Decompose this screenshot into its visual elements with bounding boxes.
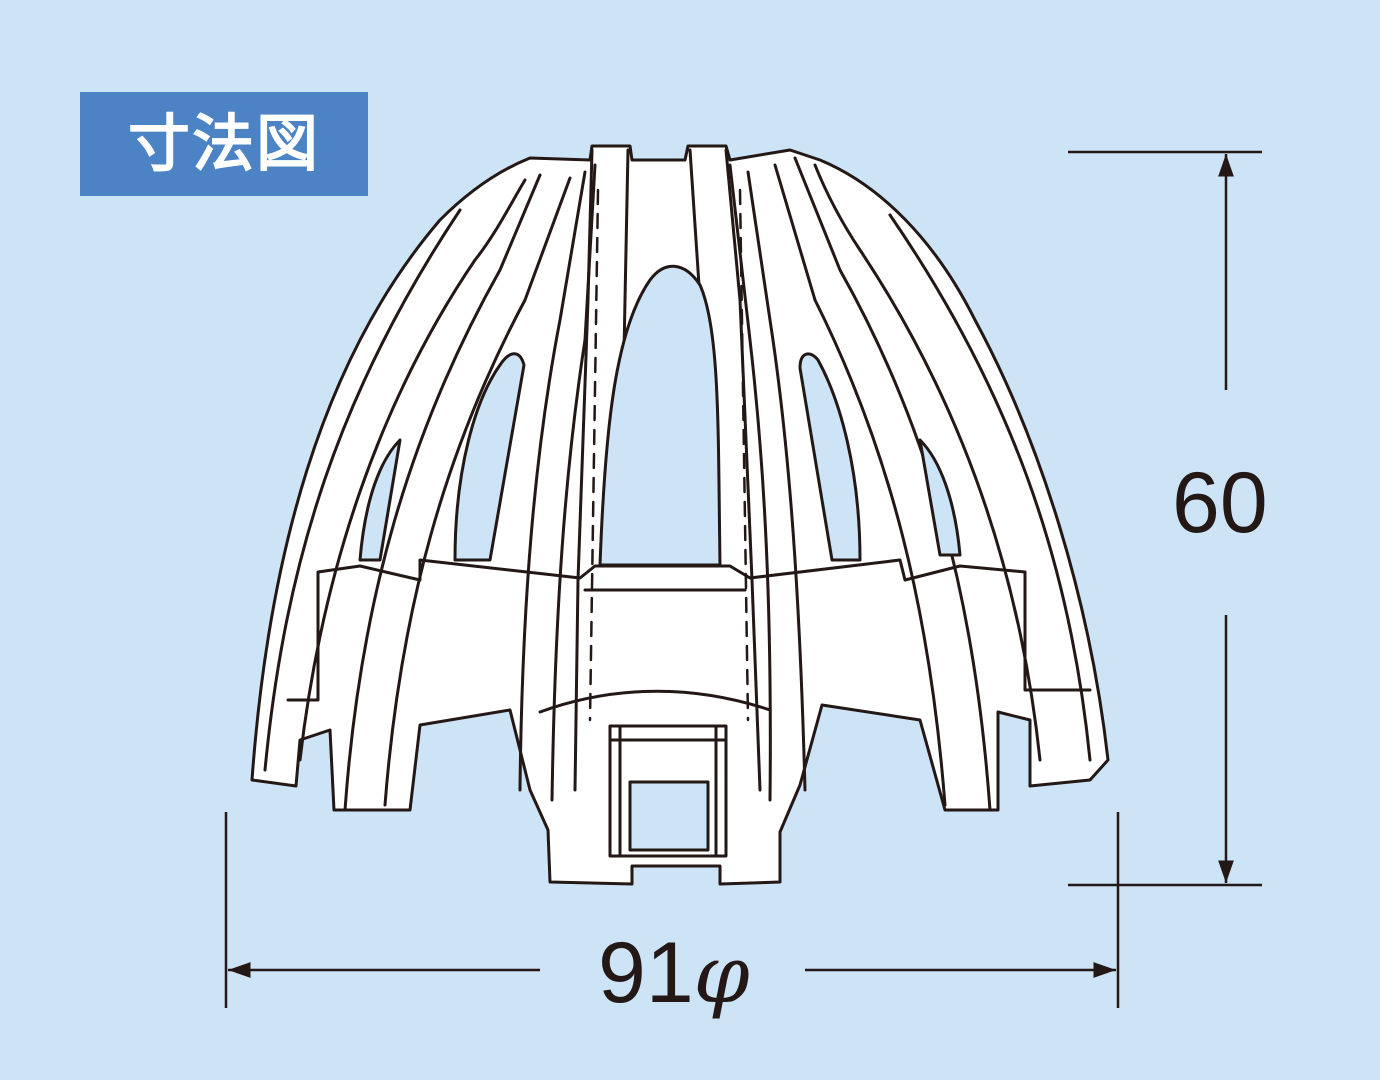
rib-left-6	[550, 163, 597, 802]
rib-right-3	[773, 163, 947, 807]
outlet-detail	[608, 724, 728, 858]
width-value: 91φ	[590, 930, 758, 1016]
title-badge: 寸法図	[80, 92, 368, 196]
width-value-text: 91	[598, 925, 694, 1021]
window-left	[453, 352, 526, 562]
rib-center-right-2	[724, 148, 762, 792]
rib-center-left	[573, 148, 594, 792]
rib-right-6	[888, 213, 1092, 762]
rib-right-1	[728, 163, 772, 802]
width-dimension	[224, 812, 1120, 1008]
window-right	[798, 352, 862, 562]
rib-left-1	[263, 208, 462, 772]
rib-right-2	[746, 170, 807, 792]
rib-left-2	[298, 178, 527, 762]
band-bottom-curve	[538, 689, 772, 714]
rib-left-4	[383, 176, 572, 807]
height-value-text: 60	[1172, 455, 1268, 551]
middle-band	[286, 558, 1092, 702]
window-right-outer	[918, 438, 962, 557]
hidden-lines	[588, 188, 750, 722]
title-badge-label: 寸法図	[127, 107, 320, 180]
outlet-window	[628, 780, 710, 852]
diameter-symbol: φ	[693, 928, 750, 1021]
strainer-basket-icon	[250, 144, 1110, 886]
height-value: 60	[1168, 460, 1272, 546]
rib-left-5	[518, 170, 587, 792]
height-dimension	[1068, 150, 1262, 887]
rib-right-5	[813, 163, 1042, 762]
rib-left-3	[343, 173, 542, 812]
window-center	[598, 264, 722, 567]
window-left-outer	[358, 438, 402, 562]
